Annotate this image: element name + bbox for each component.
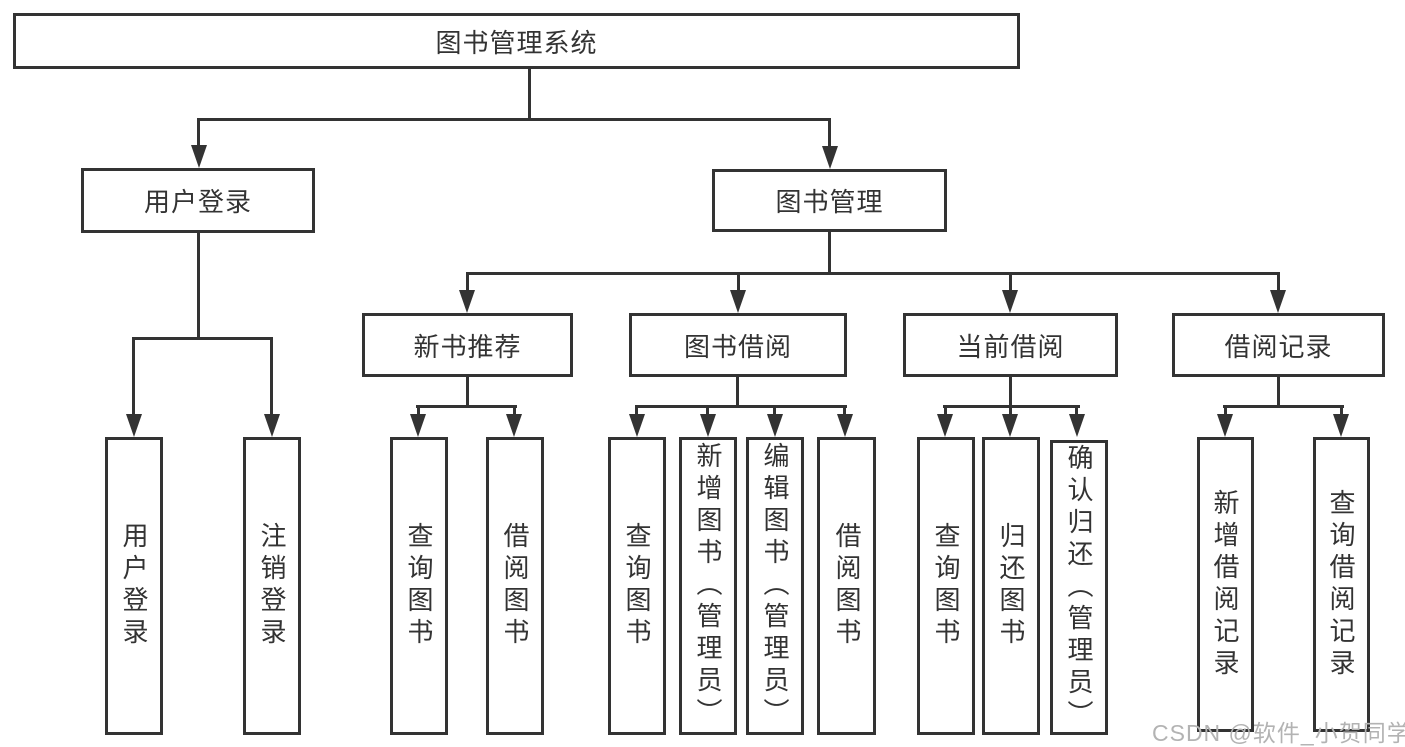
node-new-book-recommendation: 新书推荐 xyxy=(362,313,573,377)
connector-vline xyxy=(466,272,469,292)
arrowhead-down xyxy=(264,414,280,437)
leaf-add-borrow-record: 新增借阅记录 xyxy=(1197,437,1254,732)
leaf-query-books-recommend: 查询图书 xyxy=(390,437,448,735)
leaf-edit-book-admin: 编辑图书（管理员） xyxy=(746,437,804,735)
connector-vline xyxy=(944,405,947,416)
arrowhead-down xyxy=(1069,414,1085,437)
connector-hline xyxy=(197,118,831,121)
connector-hline xyxy=(1223,405,1344,408)
connector-vline xyxy=(132,337,135,417)
arrowhead-down xyxy=(1270,290,1286,313)
connector-vline xyxy=(417,405,420,416)
connector-vline xyxy=(1224,405,1227,416)
leaf-query-borrow-record: 查询借阅记录 xyxy=(1313,437,1370,732)
leaf-borrow-book: 借阅图书 xyxy=(817,437,876,735)
connector-vline xyxy=(1340,405,1343,416)
connector-vline xyxy=(513,405,516,416)
connector-hline xyxy=(466,272,1280,275)
connector-vline xyxy=(773,405,776,416)
connector-vline xyxy=(1009,405,1012,416)
connector-vline xyxy=(197,118,200,147)
leaf-query-books-current: 查询图书 xyxy=(917,437,975,735)
connector-vline xyxy=(736,377,739,408)
connector-vline xyxy=(1009,272,1012,292)
connector-hline xyxy=(635,405,847,408)
connector-vline xyxy=(635,405,638,416)
arrowhead-down xyxy=(410,414,426,437)
arrowhead-down xyxy=(1002,414,1018,437)
arrowhead-down xyxy=(629,414,645,437)
connector-vline xyxy=(197,233,200,340)
arrowhead-down xyxy=(459,290,475,313)
arrowhead-down xyxy=(767,414,783,437)
arrowhead-down xyxy=(191,145,207,168)
arrowhead-down xyxy=(837,414,853,437)
arrowhead-down xyxy=(1217,414,1233,437)
node-current-borrowing: 当前借阅 xyxy=(903,313,1118,377)
connector-vline xyxy=(1277,377,1280,408)
leaf-confirm-return-admin: 确认归还（管理员） xyxy=(1050,440,1108,735)
leaf-user-login: 用户登录 xyxy=(105,437,163,735)
connector-vline xyxy=(1277,272,1280,292)
connector-vline xyxy=(1075,405,1078,416)
arrowhead-down xyxy=(700,414,716,437)
connector-hline xyxy=(416,405,517,408)
arrowhead-down xyxy=(1333,414,1349,437)
connector-vline xyxy=(828,232,831,275)
connector-vline xyxy=(270,337,273,417)
leaf-borrow-book-recommend: 借阅图书 xyxy=(486,437,544,735)
connector-hline xyxy=(132,337,273,340)
arrowhead-down xyxy=(506,414,522,437)
leaf-add-book-admin: 新增图书（管理员） xyxy=(679,437,737,735)
connector-vline xyxy=(466,377,469,408)
connector-vline xyxy=(706,405,709,416)
leaf-return-book: 归还图书 xyxy=(982,437,1040,735)
watermark-text: CSDN @软件_小贺同学 xyxy=(1152,720,1405,746)
node-book-management: 图书管理 xyxy=(712,169,947,232)
node-borrowing-records: 借阅记录 xyxy=(1172,313,1385,377)
connector-vline xyxy=(843,405,846,416)
node-library-management-system: 图书管理系统 xyxy=(13,13,1020,69)
leaf-logout: 注销登录 xyxy=(243,437,301,735)
connector-vline xyxy=(528,69,531,121)
connector-vline xyxy=(737,272,740,292)
node-book-borrowing: 图书借阅 xyxy=(629,313,847,377)
leaf-query-books-borrow: 查询图书 xyxy=(608,437,666,735)
arrowhead-down xyxy=(937,414,953,437)
arrowhead-down xyxy=(1002,290,1018,313)
connector-vline xyxy=(828,118,831,147)
connector-vline xyxy=(1009,377,1012,408)
arrowhead-down xyxy=(822,146,838,169)
arrowhead-down xyxy=(126,414,142,437)
arrowhead-down xyxy=(730,290,746,313)
node-user-login: 用户登录 xyxy=(81,168,315,233)
